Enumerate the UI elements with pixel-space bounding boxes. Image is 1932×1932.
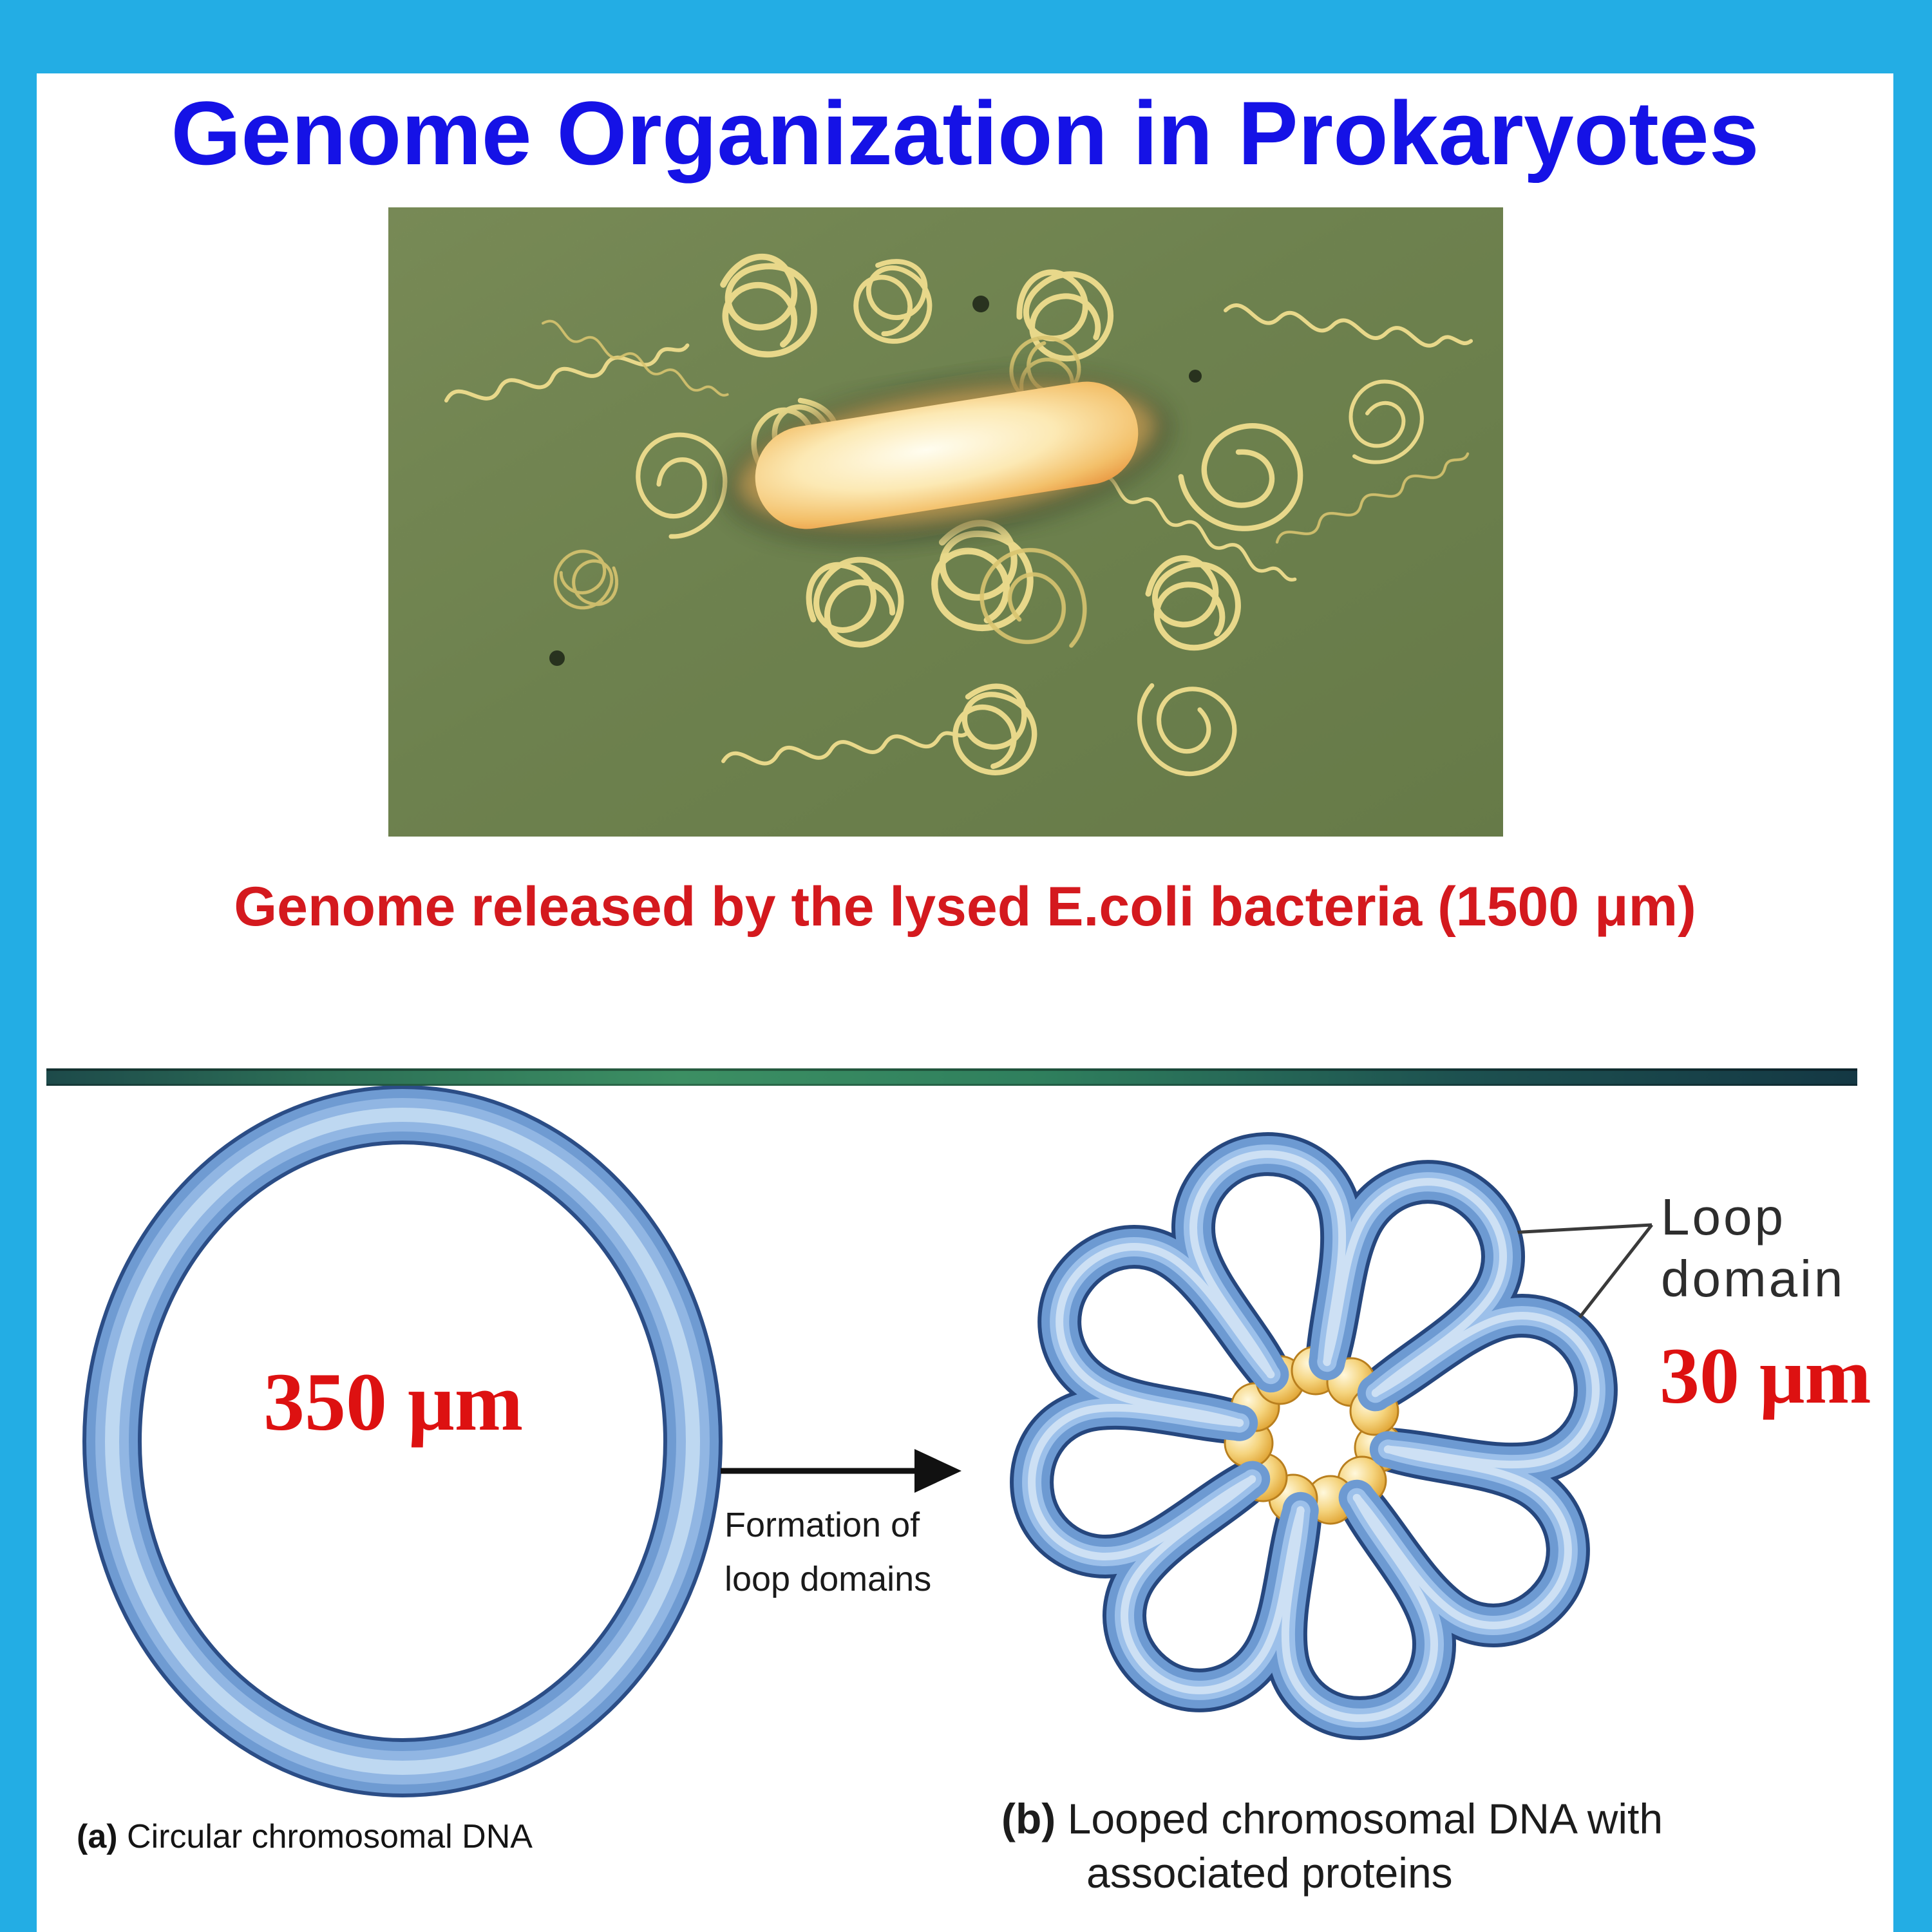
- looped-dna-flower: [1010, 1132, 1618, 1740]
- caption-b-line1: Looped chromosomal DNA with: [1056, 1795, 1663, 1842]
- loop-domain-label-line1: Loop: [1661, 1188, 1786, 1245]
- caption-b-line2: associated proteins: [1086, 1849, 1453, 1897]
- formation-arrow: [721, 1449, 961, 1493]
- petal-tube-highlight: [1022, 1144, 1605, 1728]
- micrograph-dark-specks: [549, 296, 1202, 666]
- petal-tube-core: [1028, 1150, 1600, 1722]
- petal-tube-mid: [1014, 1136, 1614, 1736]
- loop-domain-label: Loop domain: [1661, 1186, 1845, 1310]
- circle-size-label: 350 μm: [263, 1356, 524, 1448]
- loop-size-label: 30 μm: [1660, 1332, 1871, 1420]
- circular-dna-ring: [82, 1085, 723, 1797]
- loop-domain-leader-lines: [1511, 1223, 1653, 1332]
- formation-arrow-label-line2: loop domains: [724, 1560, 932, 1598]
- loop-domain-label-line2: domain: [1661, 1250, 1846, 1307]
- page-title: Genome Organization in Prokaryotes: [171, 82, 1759, 184]
- slide-content: Genome Organization in Prokaryotes: [37, 73, 1893, 1932]
- caption-a-prefix: (a): [77, 1818, 118, 1855]
- micrograph-caption: Genome released by the lysed E.coli bact…: [234, 876, 1696, 938]
- ecoli-cell: [724, 375, 1171, 544]
- section-divider: [46, 1068, 1857, 1086]
- caption-a-text: Circular chromosomal DNA: [117, 1818, 533, 1855]
- caption-b-line1-wrap: (b) Looped chromosomal DNA with: [1001, 1792, 1663, 1846]
- formation-arrow-label: Formation of loop domains: [724, 1498, 931, 1606]
- caption-looped-dna: (b) Looped chromosomal DNA with associat…: [1001, 1792, 1663, 1900]
- formation-arrow-label-line1: Formation of: [724, 1506, 920, 1544]
- caption-circular-dna: (a) Circular chromosomal DNA: [77, 1817, 533, 1856]
- electron-micrograph-image: [388, 207, 1503, 837]
- caption-b-prefix: (b): [1001, 1795, 1056, 1842]
- dna-diagram: .p{fill:none;stroke-linecap:round;} #pet…: [82, 1085, 1653, 1797]
